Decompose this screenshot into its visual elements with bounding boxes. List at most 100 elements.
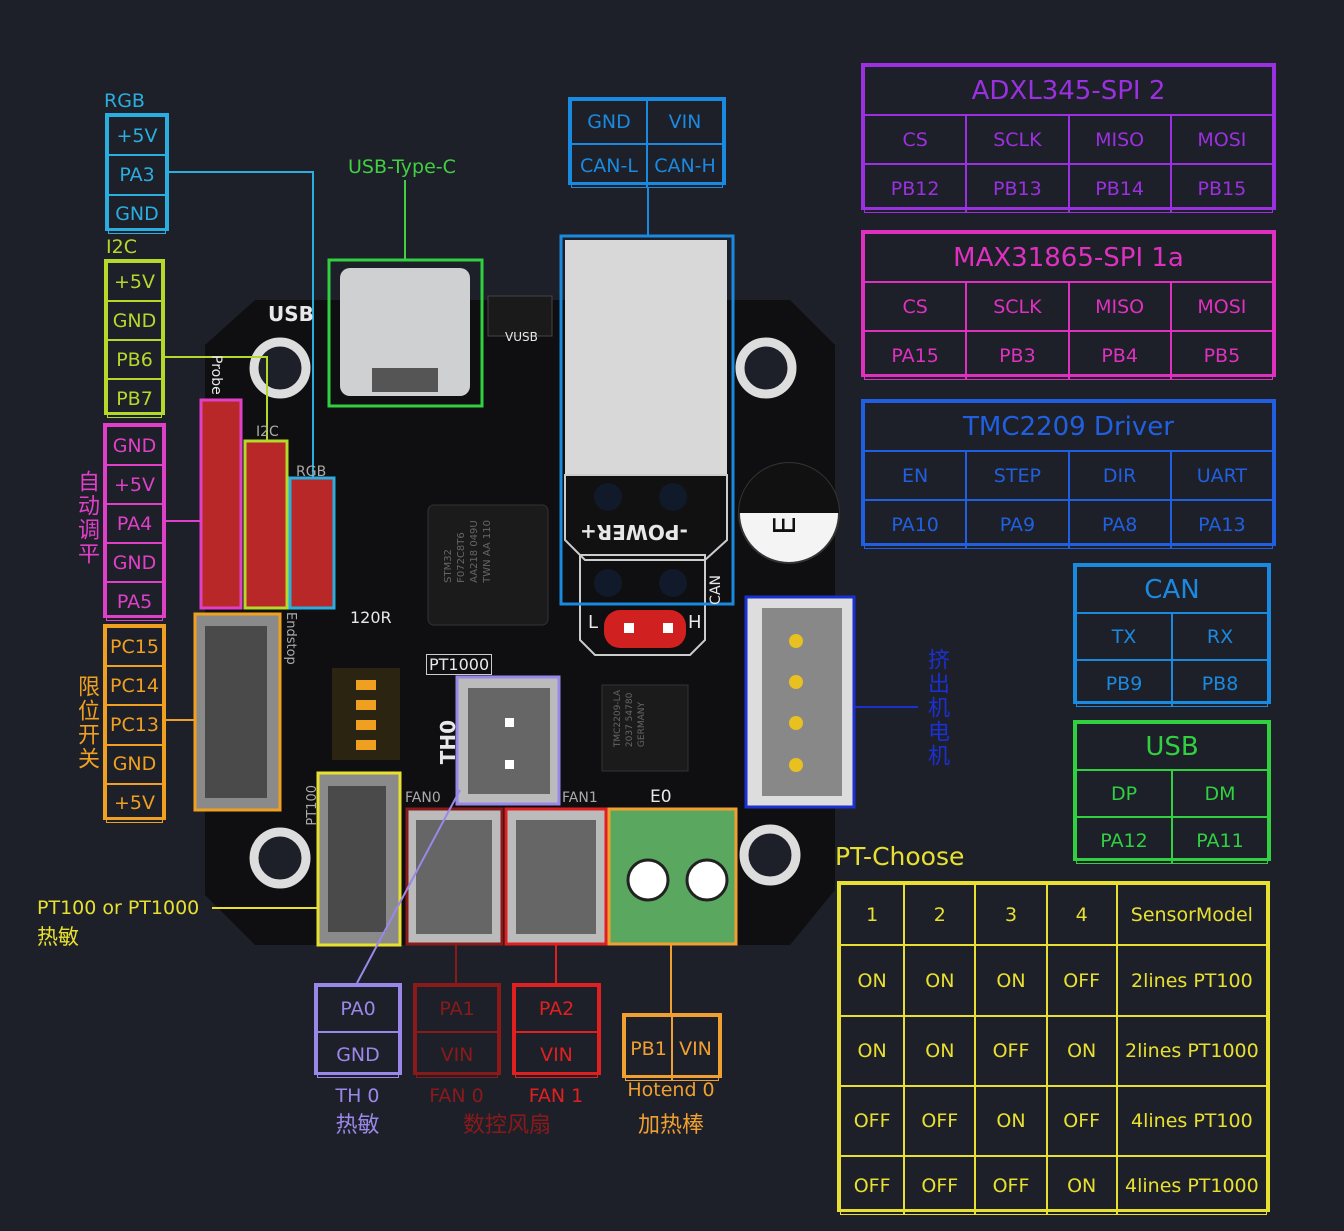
pin-cell: +5V (108, 116, 166, 156)
pt-cell: OFF (1046, 1086, 1117, 1156)
pin-cell: PA13 (1170, 500, 1273, 549)
table-title: TMC2209 Driver (864, 402, 1273, 451)
pt-cell: ON (1046, 1016, 1117, 1086)
rgb-header (288, 476, 336, 610)
silk-vusb: VUSB (505, 330, 538, 344)
pt-cell: ON (975, 945, 1047, 1016)
i2c-header (243, 439, 289, 610)
pin-cell: GND (317, 1032, 399, 1078)
pin-cell: PB12 (864, 164, 967, 213)
pin-cell: PB9 (1076, 660, 1172, 707)
silk-can: CAN (708, 575, 724, 605)
silk-fan0: FAN0 (405, 790, 441, 806)
probe-header (199, 398, 243, 610)
pin-cell: CAN-H (647, 144, 723, 188)
i2c-label: I2C (106, 236, 137, 258)
silk-usb: USB (268, 302, 314, 326)
silk-l: L (588, 612, 599, 633)
signal-cell: DP (1076, 770, 1172, 817)
silk-120r: 120R (350, 608, 392, 627)
table-title: CAN (1076, 566, 1268, 613)
pin-cell: +5V (106, 783, 163, 823)
silk-rgb: RGB (296, 464, 327, 480)
pin-cell: PB8 (1172, 660, 1268, 707)
silk-pt100: PT100 (305, 785, 320, 826)
pt-cell: OFF (975, 1016, 1047, 1086)
pt-header-cell: 4 (1046, 884, 1117, 945)
pin-cell: GND (106, 744, 163, 784)
mounting-hole (249, 337, 311, 399)
vusb-jumper (487, 295, 553, 337)
pt-cell: ON (904, 1016, 976, 1086)
pin-cell: PA5 (106, 582, 163, 621)
pin-cell: PA2 (515, 986, 598, 1032)
autolevel-label: 自动调平 (74, 470, 99, 566)
endstop-label: 限位开关 (74, 675, 99, 771)
fans-label: 数控风扇 (462, 1113, 551, 1138)
pin-cell: GND (107, 301, 162, 340)
can-termination-jumper (604, 610, 686, 648)
signal-cell: MISO (1068, 282, 1171, 331)
pt-cell: OFF (840, 1086, 905, 1156)
signal-cell: SCLK (966, 282, 1069, 331)
table-title: USB (1076, 723, 1268, 770)
pt-header-cell: SensorModel (1116, 884, 1267, 945)
pin-cell: PB14 (1068, 164, 1171, 213)
pin-cell: +5V (107, 262, 162, 301)
fan0-label: FAN 0 (429, 1085, 484, 1107)
tmc2209-chip (601, 684, 689, 772)
pin-cell: PB6 (107, 340, 162, 379)
pin-cell: PB3 (966, 331, 1069, 380)
pin-cell: PA11 (1172, 817, 1268, 864)
silk-power: -POWER+ (580, 520, 688, 544)
pin-cell: PC14 (106, 666, 163, 706)
pt-header-cell: 1 (840, 884, 905, 945)
power-can-connector (565, 240, 727, 475)
pt-cell: 2lines PT100 (1116, 945, 1267, 1016)
pin-cell: PB5 (1170, 331, 1273, 380)
pt-cell: 2lines PT1000 (1116, 1016, 1267, 1086)
pt-sensor-label: PT100 or PT1000 (37, 897, 200, 919)
mounting-hole (739, 824, 801, 886)
pin-cell: GND (106, 543, 163, 582)
pin-cell: PC15 (106, 627, 163, 667)
mounting-holes (249, 337, 801, 889)
pin-cell: PA1 (416, 986, 498, 1032)
pt-sensor-sublabel: 热敏 (37, 925, 79, 949)
rgb-label: RGB (104, 90, 145, 112)
pin-cell: PA0 (317, 986, 399, 1032)
pin-cell: PA8 (1068, 500, 1171, 549)
pin-cell: PB13 (966, 164, 1069, 213)
pin-cell: PC13 (106, 705, 163, 745)
pt-cell: OFF (904, 1086, 976, 1156)
signal-cell: MOSI (1170, 115, 1273, 164)
rgb-leader (168, 171, 314, 478)
hotend-sublabel: 加热棒 (637, 1113, 704, 1138)
signal-cell: DM (1172, 770, 1268, 817)
pt-cell: 4lines PT1000 (1116, 1156, 1267, 1215)
pin-cell: PA9 (966, 500, 1069, 549)
pt-cell: ON (840, 1016, 905, 1086)
i2c-leader (164, 356, 268, 441)
pt-header-cell: 3 (975, 884, 1047, 945)
th0-sublabel: 热敏 (335, 1113, 380, 1138)
mounting-hole (735, 337, 797, 399)
pin-cell: PB15 (1170, 164, 1273, 213)
signal-cell: MISO (1068, 115, 1171, 164)
table-title: ADXL345-SPI 2 (864, 66, 1273, 115)
th0-leader (356, 789, 461, 984)
extruder-motor-label: 挤出机电机 (924, 648, 949, 768)
pin-cell: VIN (515, 1032, 598, 1078)
silk-h: H (688, 612, 702, 633)
usb-type-c-label: USB-Type-C (348, 156, 456, 178)
signal-cell: CS (864, 115, 967, 164)
